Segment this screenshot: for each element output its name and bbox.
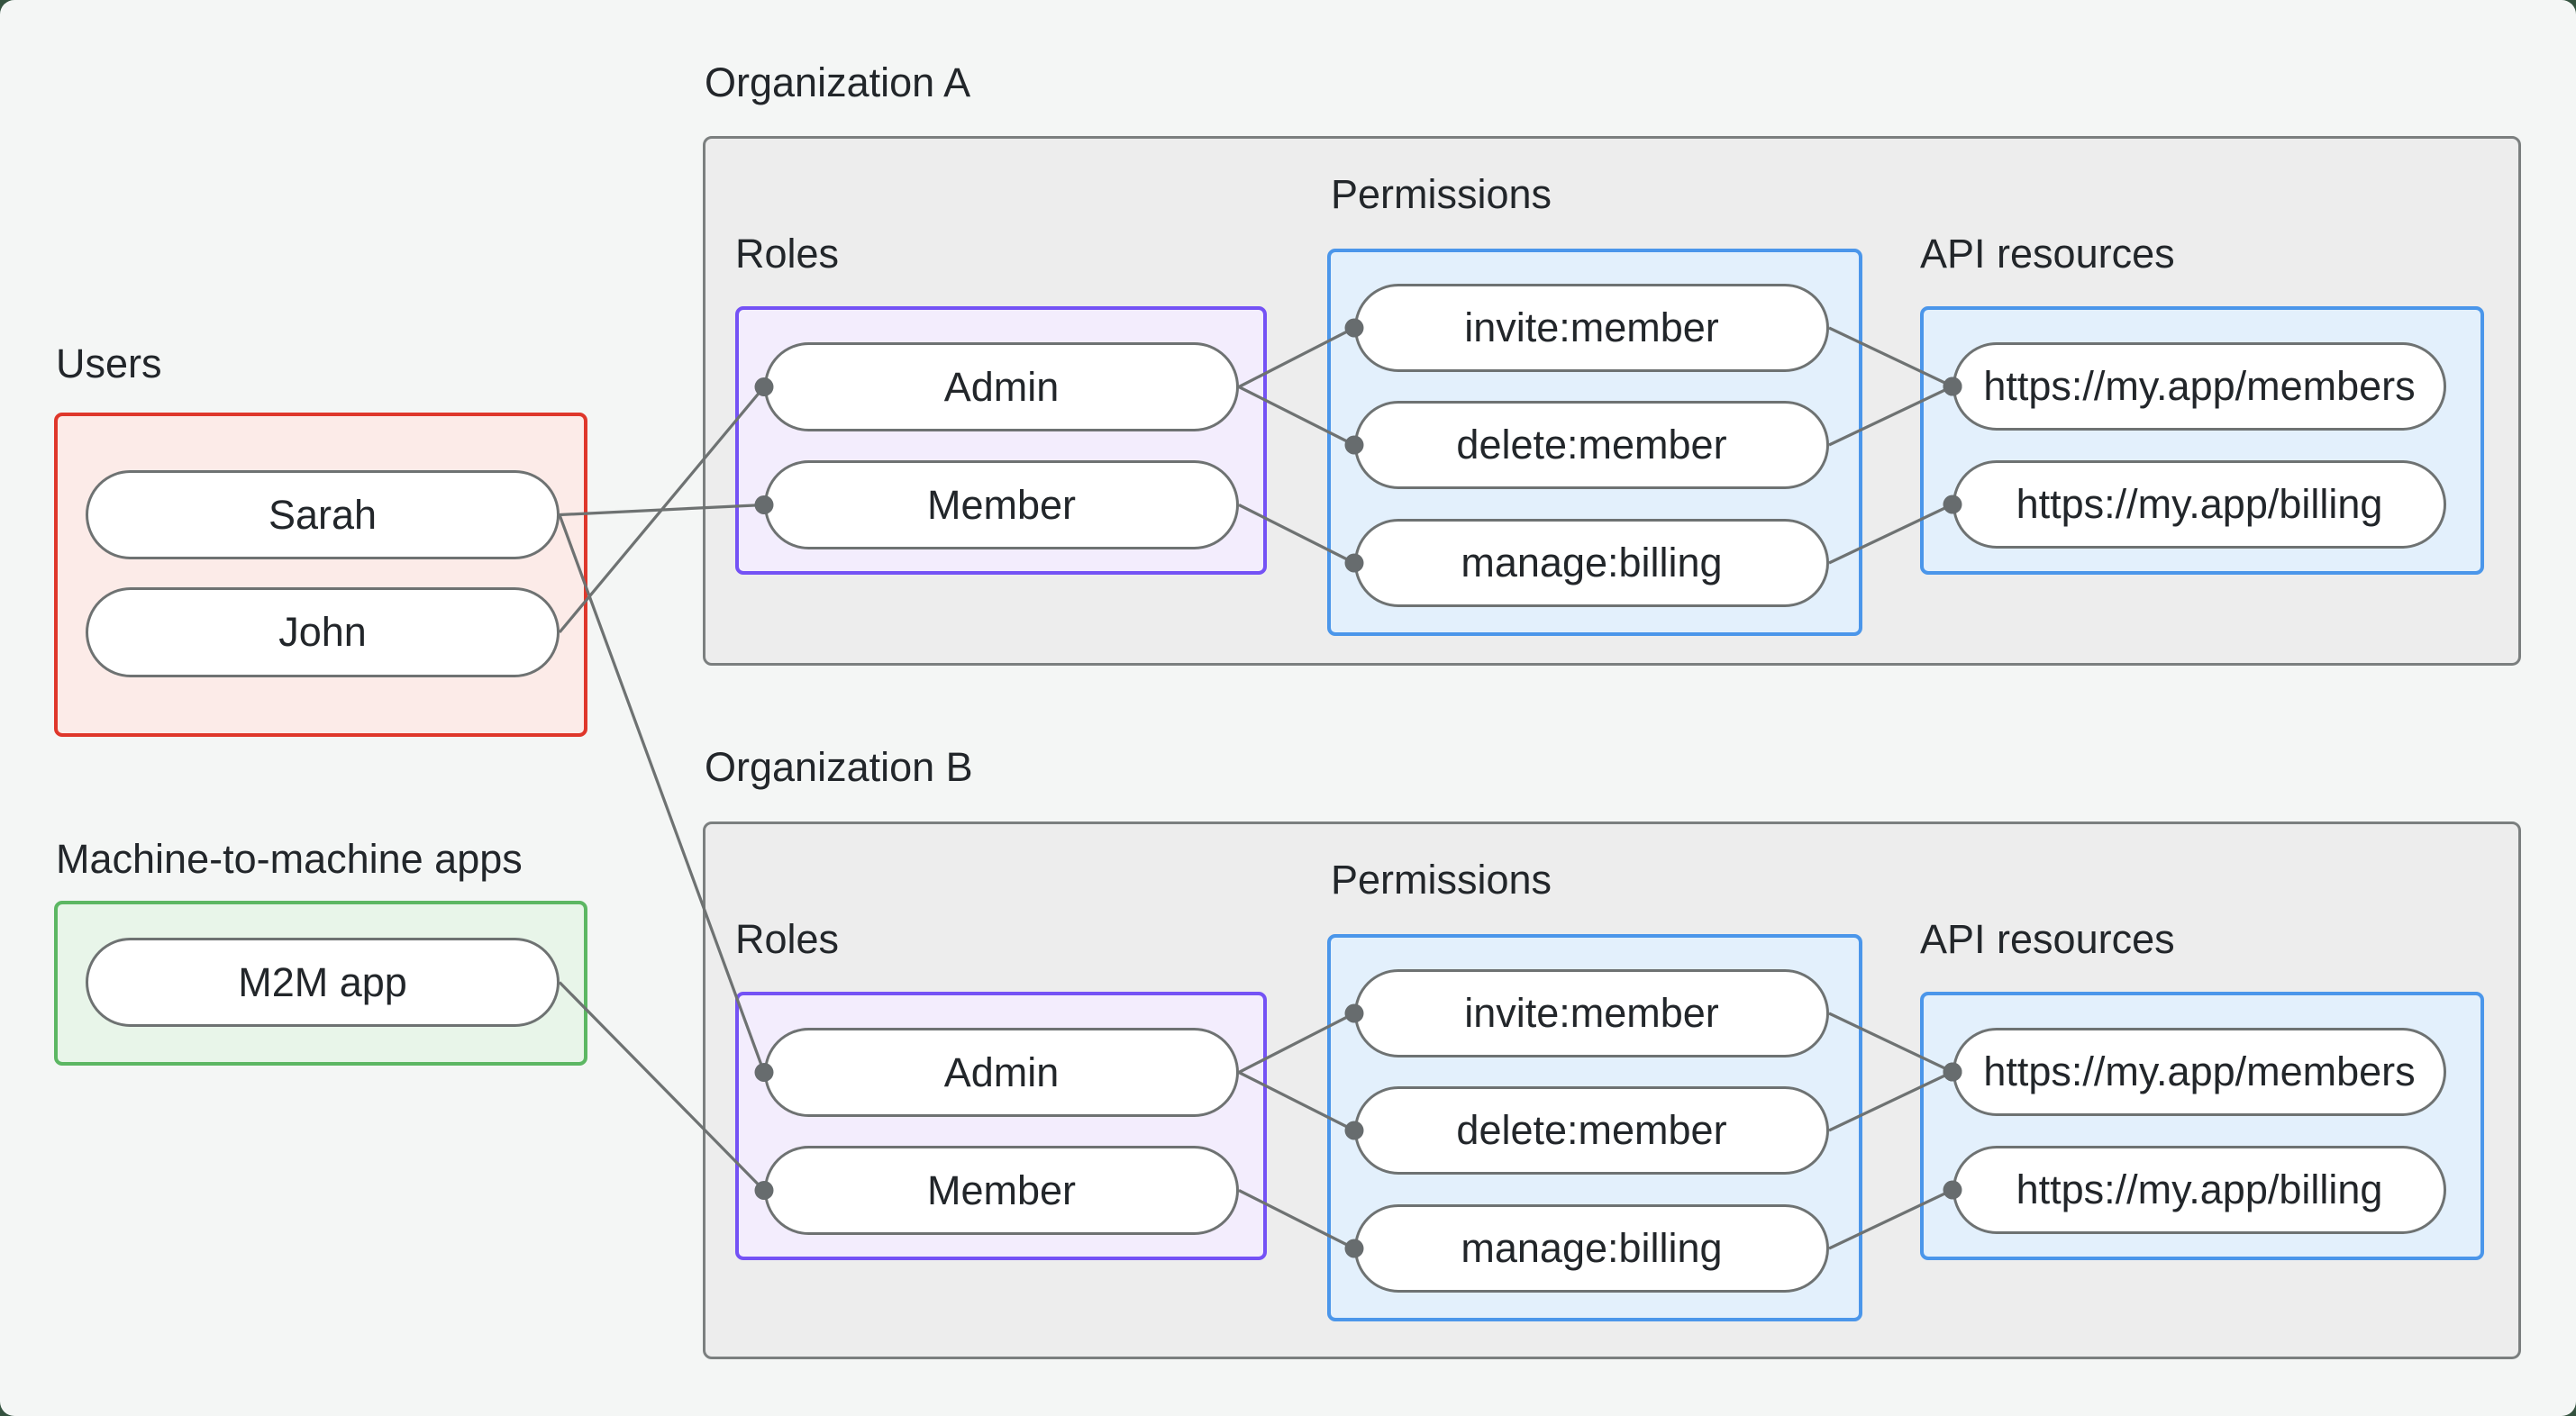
permission-node-label: delete:member xyxy=(1456,1107,1727,1153)
org-a-role-member-node: Member xyxy=(764,460,1239,549)
org-a-role-admin-node: Admin xyxy=(764,342,1239,431)
org-a-permission-manage-node: manage:billing xyxy=(1354,519,1829,607)
org-a-api-billing-node: https://my.app/billing xyxy=(1952,460,2446,549)
org-a-roles-box: Admin Member xyxy=(735,306,1267,575)
role-node-label: Admin xyxy=(943,363,1060,410)
org-b-role-admin-node: Admin xyxy=(764,1028,1239,1117)
m2m-group-label: Machine-to-machine apps xyxy=(56,836,523,882)
org-b-permission-manage-node: manage:billing xyxy=(1354,1204,1829,1293)
org-a-api-resources-label: API resources xyxy=(1920,231,2175,277)
users-group-box: Sarah John xyxy=(54,413,587,737)
org-a-api-resources-box: https://my.app/members https://my.app/bi… xyxy=(1920,306,2484,575)
org-a-box: Roles Admin Member Permissions invite:me… xyxy=(703,136,2521,666)
org-a-permission-invite-node: invite:member xyxy=(1354,284,1829,372)
role-node-label: Admin xyxy=(943,1048,1060,1095)
api-resource-node-label: https://my.app/members xyxy=(1983,1048,2416,1094)
permission-node-label: delete:member xyxy=(1456,422,1727,467)
org-b-permissions-box: invite:member delete:member manage:billi… xyxy=(1327,934,1862,1321)
org-a-api-members-node: https://my.app/members xyxy=(1952,342,2446,431)
org-a-roles-label: Roles xyxy=(735,231,840,277)
org-b-permission-delete-node: delete:member xyxy=(1354,1086,1829,1175)
m2m-group-box: M2M app xyxy=(54,901,587,1066)
m2m-app-node-label: M2M app xyxy=(238,958,407,1005)
permission-node-label: invite:member xyxy=(1464,304,1719,350)
org-b-box: Roles Admin Member Permissions invite:me… xyxy=(703,821,2521,1359)
org-b-permission-invite-node: invite:member xyxy=(1354,969,1829,1057)
org-b-permissions-label: Permissions xyxy=(1331,857,1552,903)
api-resource-node-label: https://my.app/billing xyxy=(2016,1166,2383,1212)
permission-node-label: manage:billing xyxy=(1461,540,1723,585)
user-node-label: Sarah xyxy=(268,491,378,538)
role-node-label: Member xyxy=(926,481,1077,528)
org-b-roles-box: Admin Member xyxy=(735,992,1267,1260)
permission-node-label: invite:member xyxy=(1464,990,1719,1036)
org-a-permissions-label: Permissions xyxy=(1331,171,1552,217)
users-group-label: Users xyxy=(56,340,162,386)
org-a-title: Organization A xyxy=(705,59,971,105)
org-b-api-members-node: https://my.app/members xyxy=(1952,1028,2446,1116)
org-b-title: Organization B xyxy=(705,744,973,790)
role-node-label: Member xyxy=(926,1166,1077,1213)
user-node-label: John xyxy=(278,609,367,655)
org-b-api-resources-box: https://my.app/members https://my.app/bi… xyxy=(1920,992,2484,1260)
api-resource-node-label: https://my.app/billing xyxy=(2016,481,2383,527)
api-resource-node-label: https://my.app/members xyxy=(1983,363,2416,409)
user-node-john: John xyxy=(86,587,560,677)
org-b-api-billing-node: https://my.app/billing xyxy=(1952,1146,2446,1234)
permission-node-label: manage:billing xyxy=(1461,1225,1723,1271)
user-node-sarah: Sarah xyxy=(86,470,560,559)
org-a-permissions-box: invite:member delete:member manage:billi… xyxy=(1327,249,1862,636)
org-b-role-member-node: Member xyxy=(764,1146,1239,1235)
org-b-api-resources-label: API resources xyxy=(1920,916,2175,962)
org-a-permission-delete-node: delete:member xyxy=(1354,401,1829,489)
m2m-app-node: M2M app xyxy=(86,938,560,1027)
org-b-roles-label: Roles xyxy=(735,916,840,962)
